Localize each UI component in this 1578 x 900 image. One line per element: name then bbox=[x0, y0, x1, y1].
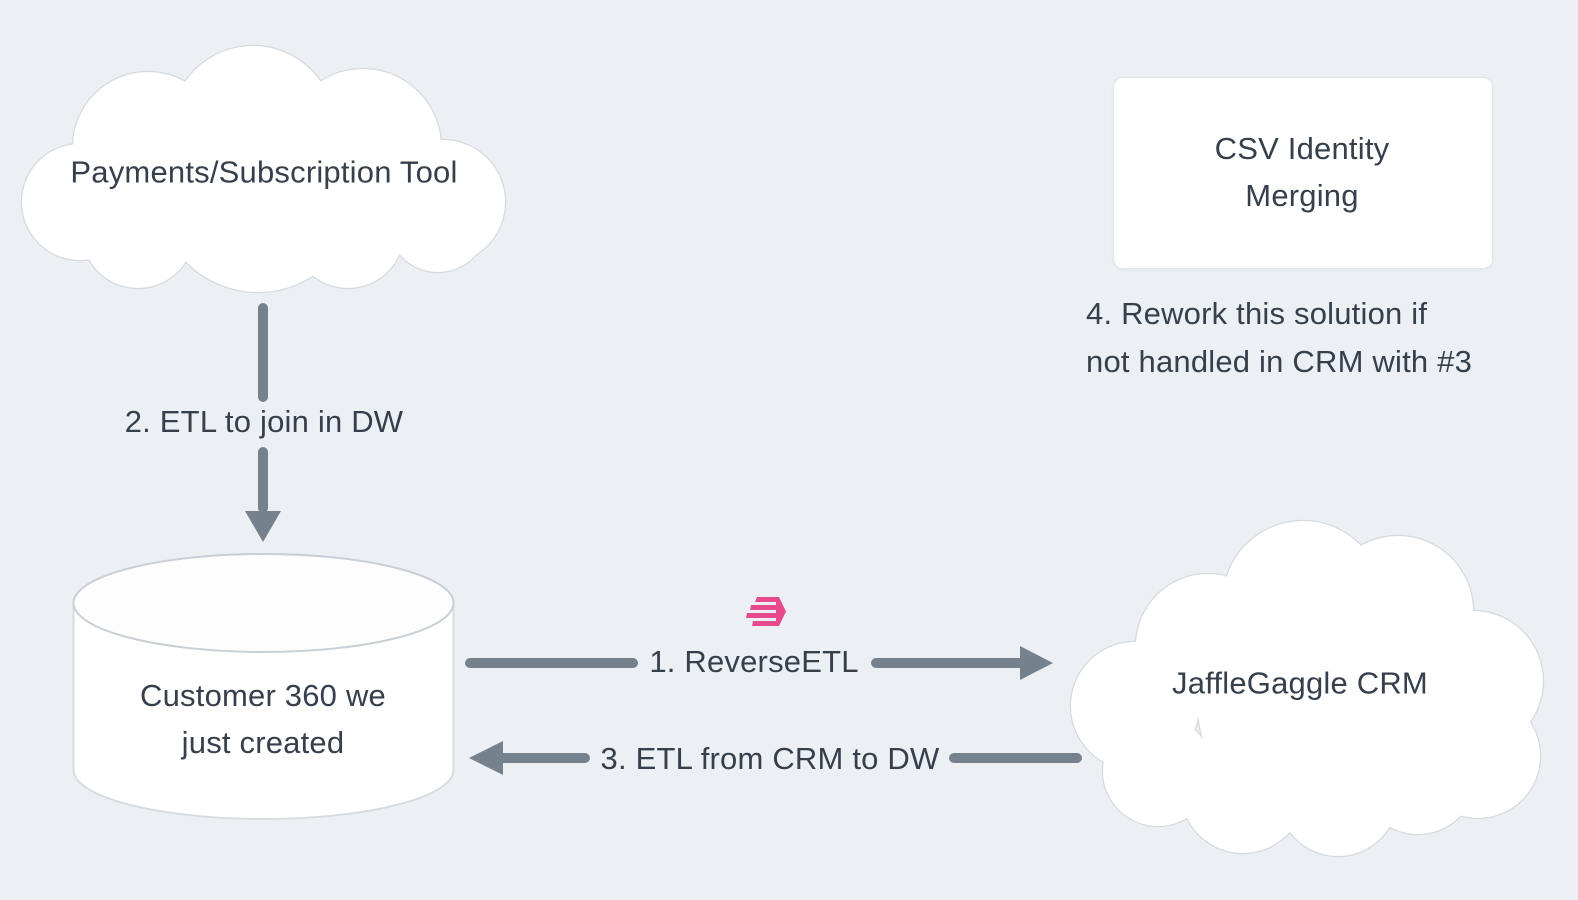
hightouch-logo-glyph bbox=[746, 597, 786, 626]
node-csv-identity-merging-card bbox=[1113, 77, 1493, 269]
arrowhead-right-icon bbox=[1020, 646, 1053, 680]
arrowhead-down-icon bbox=[245, 511, 281, 542]
cloud-fill bbox=[1071, 521, 1543, 856]
arrow-step1-reverse-etl bbox=[465, 646, 1053, 680]
cloud-fill bbox=[22, 46, 505, 292]
cylinder-top-ellipse bbox=[72, 553, 455, 653]
node-label-jafflegaggle-crm: JaffleGaggle CRM bbox=[1172, 665, 1428, 701]
node-label-payments-tool: Payments/Subscription Tool bbox=[70, 154, 458, 190]
node-customer-360-cylinder bbox=[72, 553, 455, 820]
edge-label-step2: 2. ETL to join in DW bbox=[124, 404, 404, 439]
edge-label-step3: 3. ETL from CRM to DW bbox=[600, 741, 940, 776]
node-label-csv-identity-merging: CSV Identity Merging bbox=[1214, 130, 1390, 213]
annotation-step4-note: 4. Rework this solution if not handled i… bbox=[1086, 296, 1473, 379]
edge-label-step1: 1. ReverseETL bbox=[649, 644, 859, 679]
arrowhead-left-icon bbox=[469, 741, 503, 775]
node-jafflegaggle-crm-cloud bbox=[1063, 516, 1545, 862]
hightouch-logo-icon bbox=[746, 593, 786, 631]
arrow-step2-etl-join bbox=[245, 303, 281, 542]
node-payments-tool-cloud bbox=[18, 42, 508, 294]
cloud-shape bbox=[1069, 519, 1545, 858]
cloud-shape bbox=[20, 44, 507, 294]
node-label-customer-360: Customer 360 we just created bbox=[140, 677, 386, 760]
arrow-step3-etl-from-crm bbox=[469, 741, 1082, 775]
database-cylinder-shape bbox=[72, 553, 455, 820]
